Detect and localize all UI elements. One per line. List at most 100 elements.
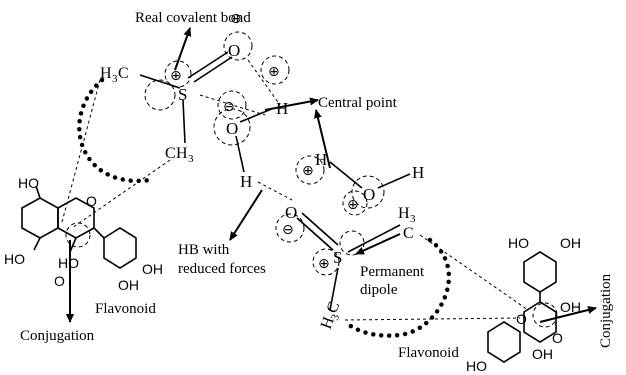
s-o-double-bond-lower-b <box>301 212 339 246</box>
arrow-central-point-a <box>264 97 319 111</box>
methyl-bottom-3: 3 <box>188 153 194 165</box>
flavonoid-left-structure: HO HO O O HO OH OH <box>4 175 163 293</box>
bond-oh-7-left <box>35 185 41 199</box>
charge-orbit-h-upper <box>260 55 290 85</box>
water-lower: H O H ⊕ ⊕ <box>295 150 424 216</box>
oh-7-left: HO <box>18 175 39 191</box>
charge-orbit-o-water1-outer <box>213 108 251 146</box>
flavonoid-right-structure: HO OH OH O O OH HO <box>466 235 581 374</box>
methyl-right-c: C <box>403 225 414 242</box>
dash-right-1 <box>419 234 529 311</box>
label-conjugation-left: Conjugation <box>20 328 95 344</box>
bond-o-h-water2b <box>377 173 411 189</box>
methyl-bottom-c: C <box>165 145 176 162</box>
label-flavonoid-right: Flavonoid <box>398 345 459 361</box>
bond-c-b-left <box>93 227 105 239</box>
label-hb-line1: HB with <box>178 242 230 258</box>
o-carbonyl-left: O <box>54 273 65 289</box>
atom-s-lower: S <box>333 248 342 267</box>
label-conjugation-right: Conjugation <box>598 273 614 348</box>
charge-orbit-s-upper <box>164 60 192 88</box>
charge-orbit-o-water1 <box>217 90 247 120</box>
oh-3p-left: OH <box>118 277 139 293</box>
charge-minus-o-water1: ⊖ <box>223 98 235 114</box>
ring-b-right <box>523 251 557 293</box>
dmso-upper: O S H 3 C C H 3 ⊕ ⊖ ⊕ <box>100 10 290 165</box>
atom-o-lower: O <box>285 203 297 222</box>
o-ring-right: O <box>516 311 527 327</box>
ring-b-left <box>103 227 137 269</box>
s-o-double-bond-a <box>187 51 229 79</box>
dash-left-2 <box>71 159 171 229</box>
charge-orbit-o-lower <box>275 213 305 243</box>
atom-o-water2: O <box>363 185 375 204</box>
arrow-permanent-dipole <box>355 233 401 255</box>
charge-orbit-o-water2-small <box>342 190 368 216</box>
methyl-bottom-h: H <box>176 145 188 162</box>
dotted-arc-right <box>342 237 452 338</box>
arrow-central-point-b <box>313 109 331 169</box>
bond-o-h-water1b <box>235 135 245 173</box>
label-flavonoid-left: Flavonoid <box>95 301 156 317</box>
bond-oh-5-left <box>33 237 41 251</box>
atom-o-water1: O <box>226 119 238 138</box>
label-permanent-line2: dipole <box>360 282 398 298</box>
water-upper: H O H ⊖ <box>213 90 288 191</box>
methyl-right-h: H <box>398 205 410 222</box>
label-real-covalent-bond: Real covalent bond <box>135 10 251 26</box>
dotted-arc-left <box>77 77 153 184</box>
ring-a-left <box>21 197 59 239</box>
s-o-double-bond-lower-a <box>296 217 334 251</box>
oh-7-right: HO <box>466 358 487 374</box>
o-carbonyl-right: O <box>552 330 563 346</box>
oh-3-right: OH <box>560 299 581 315</box>
methyl-left-c: C <box>118 65 129 82</box>
charge-orbit-o-upper <box>223 31 253 61</box>
charge-plus-s-lower: ⊕ <box>318 255 330 271</box>
charge-minus-o-upper: ⊖ <box>230 10 242 26</box>
label-central-point: Central point <box>318 95 398 111</box>
label-permanent-line1: Permanent <box>360 264 425 280</box>
arrow-conjugation-right <box>539 306 597 323</box>
charge-orbit-s-lower-b <box>339 230 365 256</box>
oh-4p-left: OH <box>142 261 163 277</box>
charge-plus-s-upper: ⊕ <box>170 67 182 83</box>
charge-orbit-h-water2 <box>295 155 325 185</box>
atom-h-water1a: H <box>276 99 288 118</box>
methyl-lower-c: C <box>324 300 344 316</box>
hb-dash-1 <box>199 94 266 116</box>
charge-orbit-o-water2 <box>351 175 385 209</box>
oh-3p-right-a: HO <box>508 235 529 251</box>
conjugation-orbit-left <box>65 222 91 248</box>
dash-right-2 <box>344 317 521 321</box>
atom-h-water1b: H <box>240 172 252 191</box>
oh-5-right: OH <box>532 346 553 362</box>
atom-h-water2a: H <box>315 150 327 169</box>
methyl-left-3: 3 <box>112 73 118 85</box>
s-ch3-bond-bottom <box>182 99 186 144</box>
atom-o-upper: O <box>228 41 240 60</box>
charge-plus-h-upper: ⊕ <box>268 63 280 79</box>
bond-o-h-water2a <box>329 161 363 189</box>
label-hb-line2: reduced forces <box>178 261 266 277</box>
hb-dash-3 <box>257 181 293 201</box>
arrow-real-covalent-bond <box>174 27 192 71</box>
atom-s-upper: S <box>178 85 187 104</box>
charge-plus-h-water2: ⊕ <box>302 162 314 178</box>
s-o-double-bond-b <box>193 56 233 83</box>
dash-left-1 <box>61 79 101 223</box>
methyl-right-3: 3 <box>410 213 416 225</box>
methyl-lower-3: 3 <box>329 312 342 322</box>
oh-4p-right: OH <box>560 235 581 251</box>
conjugation-orbit-right <box>532 302 558 328</box>
s-ch3-bond-left <box>139 74 181 89</box>
oh-5-left: HO <box>4 251 25 267</box>
dmso-lower: O S H 3 C H 3 C ⊖ ⊕ <box>275 203 416 331</box>
charge-plus-o-water2: ⊕ <box>347 196 359 212</box>
charge-minus-o-lower: ⊖ <box>282 221 294 237</box>
arrow-hb-reduced <box>229 189 263 241</box>
methyl-left-h: H <box>100 65 112 82</box>
o-ring-left: O <box>86 193 97 209</box>
